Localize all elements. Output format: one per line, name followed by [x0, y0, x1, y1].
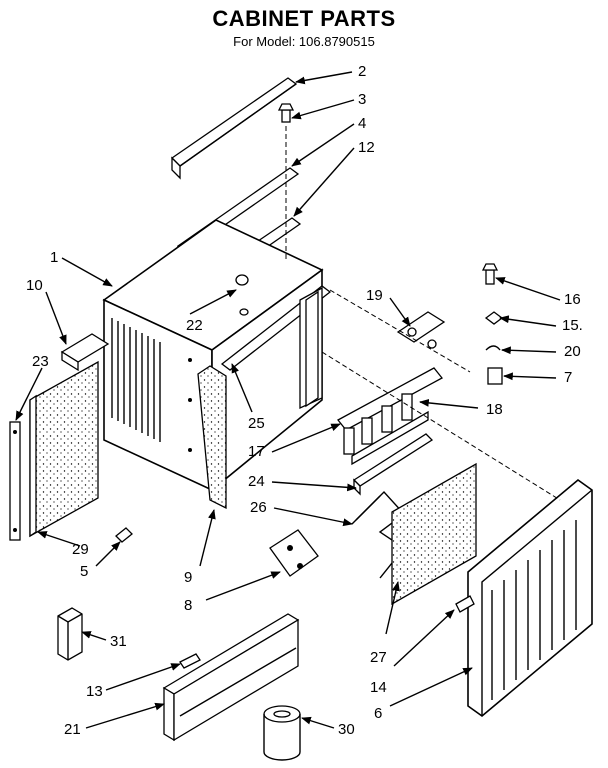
- callout-12: 12: [358, 139, 375, 156]
- callout-31: 31: [110, 633, 127, 650]
- part-8-bracket: [269, 529, 319, 577]
- model-subtitle: For Model: 106.8790515: [233, 34, 375, 49]
- part-15-clip: [484, 311, 504, 325]
- callout-25: 25: [248, 415, 265, 432]
- callout-30: 30: [338, 721, 355, 738]
- callout-20: 20: [564, 343, 581, 360]
- callout-17: 17: [248, 443, 265, 460]
- part-2-top-rail: [170, 77, 298, 180]
- part-13-screw: [179, 653, 201, 669]
- callout-8: 8: [184, 597, 192, 614]
- part-29-insulation-panel: [29, 360, 99, 538]
- callout-19: 19: [366, 287, 383, 304]
- part-16-screw: [481, 263, 499, 285]
- leader-lines: [15, 71, 561, 729]
- diagram-title: CABINET PARTS: [212, 6, 396, 31]
- part-10-foam-strip: [60, 333, 110, 372]
- callout-5: 5: [80, 563, 88, 580]
- part-19-mount: [396, 311, 446, 349]
- part-27-filter: [391, 462, 477, 606]
- part-17-18-bracket-assembly: [337, 367, 443, 466]
- part-31-block: [57, 607, 83, 661]
- cabinet-louvers: [111, 318, 161, 442]
- part-6-front-grille: [467, 478, 593, 718]
- callout-7: 7: [564, 369, 572, 386]
- part-22-knob: [235, 274, 249, 316]
- callout-27: 27: [370, 649, 387, 666]
- callout-13: 13: [86, 683, 103, 700]
- callout-4: 4: [358, 115, 366, 132]
- part-30-tape-roll: [263, 705, 301, 761]
- callout-15: 15.: [562, 317, 583, 334]
- callout-23: 23: [32, 353, 49, 370]
- callout-2: 2: [358, 63, 366, 80]
- part-3-screw: [277, 103, 295, 123]
- part-5-screw: [115, 527, 133, 543]
- callout-29: 29: [72, 541, 89, 558]
- part-20-clip: [485, 345, 501, 351]
- callout-21: 21: [64, 721, 81, 738]
- callout-9: 9: [184, 569, 192, 586]
- callout-14: 14: [370, 679, 387, 696]
- callout-16: 16: [564, 291, 581, 308]
- part-9-side-panel: [197, 365, 227, 510]
- callout-26: 26: [250, 499, 267, 516]
- callout-22: 22: [186, 317, 203, 334]
- part-1-cabinet: [102, 219, 324, 492]
- part-14-knob: [455, 595, 475, 613]
- callout-6: 6: [374, 705, 382, 722]
- callout-10: 10: [26, 277, 43, 294]
- callout-3: 3: [358, 91, 366, 108]
- grille-louvers: [491, 520, 577, 700]
- part-7-clip: [487, 367, 503, 385]
- part-21-bottom-channel: [162, 613, 300, 742]
- part-23-side-rod: [9, 421, 21, 541]
- assembly-lines: [285, 126, 561, 501]
- callout-18: 18: [486, 401, 503, 418]
- callout-24: 24: [248, 473, 265, 490]
- part-25-channel: [220, 285, 332, 410]
- callout-1: 1: [50, 249, 58, 266]
